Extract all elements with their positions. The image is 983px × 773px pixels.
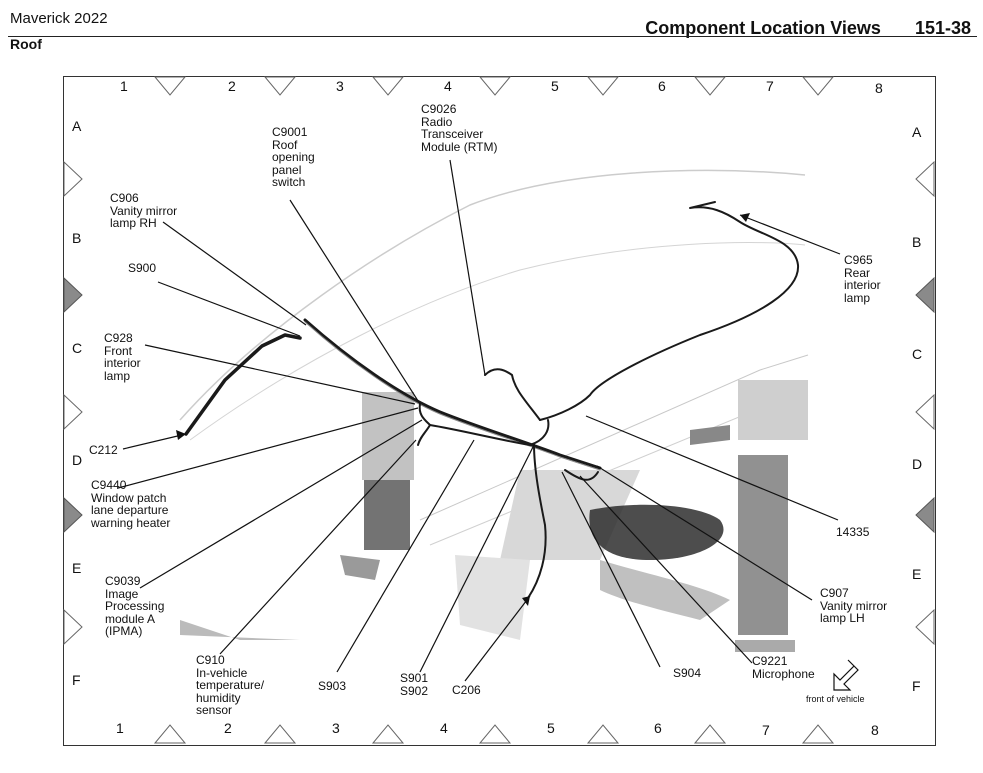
grid-row-left-f: F — [72, 672, 81, 688]
page-number: 151-38 — [914, 18, 971, 38]
grid-row-left-e: E — [72, 560, 82, 576]
page-title: Component Location Views — [645, 18, 881, 38]
grid-col-bottom-5: 5 — [547, 720, 555, 736]
header-title-block: Component Location Views 151-38 — [611, 18, 971, 39]
label-c906: C906 Vanity mirror lamp RH — [110, 191, 178, 230]
grid-col-top-4: 4 — [444, 78, 452, 94]
grid-row-right-d: D — [912, 456, 923, 472]
header-section: Roof — [10, 36, 42, 52]
label-c9440: C9440 Window patch lane departure warnin… — [91, 478, 171, 530]
grid-row-right-c: C — [912, 346, 923, 362]
grid-row-left-d: D — [72, 452, 83, 468]
border-triangles — [63, 76, 935, 744]
grid-col-top-6: 6 — [658, 78, 666, 94]
label-s901-s902: S901 S902 — [400, 671, 429, 698]
header-vehicle: Maverick 2022 — [10, 10, 108, 27]
callout-arrowheads — [176, 213, 750, 606]
callout-leader-lines — [117, 159, 841, 682]
grid-row-right-a: A — [912, 124, 922, 140]
label-front-of-vehicle: front of vehicle — [806, 694, 865, 704]
label-c910: C910 In-vehicle temperature/ humidity se… — [196, 653, 265, 717]
label-c9039: C9039 Image Processing module A (IPMA) — [105, 574, 165, 638]
front-of-vehicle-arrow-icon — [833, 659, 859, 691]
label-c9221: C9221 Microphone — [752, 654, 815, 681]
grid-col-top-3: 3 — [336, 78, 344, 94]
wiring-harness — [184, 201, 800, 599]
grid-col-bottom-6: 6 — [654, 720, 662, 736]
label-s900: S900 — [128, 261, 157, 275]
grid-row-left-c: C — [72, 340, 83, 356]
label-s903: S903 — [318, 679, 347, 693]
vehicle-interior-illustration — [179, 169, 809, 652]
grid-row-right-b: B — [912, 234, 922, 250]
grid-col-bottom-2: 2 — [224, 720, 232, 736]
grid-col-bottom-4: 4 — [440, 720, 448, 736]
grid-col-top-1: 1 — [120, 78, 128, 94]
label-c9001: C9001 Roof opening panel switch — [272, 125, 315, 189]
label-c206: C206 — [452, 683, 481, 697]
grid-col-bottom-3: 3 — [332, 720, 340, 736]
header-rule — [8, 36, 977, 37]
grid-row-right-f: F — [912, 678, 921, 694]
grid-col-top-5: 5 — [551, 78, 559, 94]
grid-col-bottom-7: 7 — [762, 722, 770, 738]
label-c907: C907 Vanity mirror lamp LH — [820, 586, 888, 625]
grid-row-left-a: A — [72, 118, 82, 134]
grid-col-top-2: 2 — [228, 78, 236, 94]
label-c212: C212 — [89, 443, 118, 457]
grid-row-right-e: E — [912, 566, 922, 582]
grid-row-left-b: B — [72, 230, 82, 246]
grid-col-top-7: 7 — [766, 78, 774, 94]
label-c9026: C9026 Radio Transceiver Module (RTM) — [421, 102, 498, 154]
grid-col-top-8: 8 — [875, 80, 883, 96]
label-14335: 14335 — [836, 525, 870, 539]
label-s904: S904 — [673, 666, 702, 680]
label-c965: C965 Rear interior lamp — [844, 253, 881, 305]
border-triangles-filled — [63, 276, 935, 534]
label-c928: C928 Front interior lamp — [104, 331, 141, 383]
grid-col-bottom-1: 1 — [116, 720, 124, 736]
grid-col-bottom-8: 8 — [871, 722, 879, 738]
